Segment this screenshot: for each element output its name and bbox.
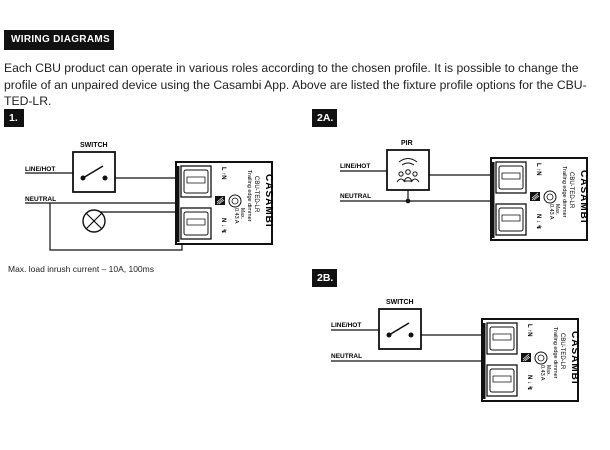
switch-label-1: SWITCH <box>80 142 108 149</box>
device-terminals-bottom-2b: N ↓ ↯ <box>526 375 533 391</box>
inrush-note: Max. load inrush current – 10A, 100ms <box>8 264 154 274</box>
device-subtitle-2a: Trailing edge dimmer <box>561 166 567 218</box>
line-hot-label-2a: LINE/HOT <box>340 163 370 170</box>
device-terminals-bottom-2a: N ↓ ↯ <box>535 214 542 230</box>
section-2a-label: 2A. <box>312 109 337 127</box>
lamp-cross-b-1 <box>85 212 103 230</box>
device-model-2b: CBU-TED-LR <box>559 333 565 370</box>
switch-label-2b: SWITCH <box>386 299 414 306</box>
switch-symbol-2b <box>378 308 422 350</box>
pir-label: PIR <box>401 140 413 147</box>
load-loop-wire-1 <box>49 203 183 251</box>
switch-symbol-1 <box>72 151 116 193</box>
neutral-label-2a: NEUTRAL <box>340 193 371 200</box>
device-brand-1: CASAMBI <box>263 174 274 228</box>
device-model-1: CBU-TED-LR <box>253 176 259 213</box>
casambi-device-2b: CASAMBI CBU-TED-LR Trailing edge dimmer … <box>481 318 580 402</box>
device-max-2a: Max. <box>554 204 560 215</box>
device-rating-2b: 0.43 A <box>539 365 545 381</box>
device-rating-1: 0.43 A <box>233 208 239 224</box>
neutral-label-1: NEUTRAL <box>25 196 56 203</box>
header-title: WIRING DIAGRAMS <box>4 30 114 50</box>
device-rating-2a: 0.43 A <box>548 204 554 220</box>
diagram-1: SWITCH LINE/HOT NEUTRAL CASAMBI CBU-TED-… <box>25 142 274 251</box>
casambi-device-1: CASAMBI CBU-TED-LR Trailing edge dimmer … <box>175 161 274 245</box>
device-model-2a: CBU-TED-LR <box>568 172 574 209</box>
device-subtitle-2b: Trailing edge dimmer <box>552 327 558 379</box>
junction-dot-2a <box>405 198 411 204</box>
diagram-2b: SWITCH LINE/HOT NEUTRAL CASAMBI CBU-TED-… <box>331 299 580 402</box>
line-hot-label-1: LINE/HOT <box>25 166 55 173</box>
device-max-2b: Max. <box>545 365 551 376</box>
device-brand-2a: CASAMBI <box>578 170 589 224</box>
device-max-1: Max. <box>239 208 245 219</box>
neutral-label-2b: NEUTRAL <box>331 353 362 360</box>
section-1-label: 1. <box>4 109 24 127</box>
casambi-device-2a: CASAMBI CBU-TED-LR Trailing edge dimmer … <box>490 157 589 241</box>
device-brand-2b: CASAMBI <box>569 331 580 385</box>
device-terminals-top-2b: L ↑N <box>526 324 532 337</box>
device-subtitle-1: Trailing edge dimmer <box>246 170 252 222</box>
people-icon <box>396 158 420 183</box>
device-terminals-top-2a: L ↑N <box>535 163 541 176</box>
intro-text: Each CBU product can operate in various … <box>4 61 587 108</box>
device-terminals-bottom-1: N ↓ ↯ <box>220 218 227 234</box>
device-terminals-top-1: L ↑N <box>220 167 226 180</box>
diagram-2a: PIR LINE/HOT NEUTRAL CASAMBI CBU-TED-LR … <box>340 140 589 241</box>
section-2b-label: 2B. <box>312 269 337 287</box>
line-hot-label-2b: LINE/HOT <box>331 322 361 329</box>
